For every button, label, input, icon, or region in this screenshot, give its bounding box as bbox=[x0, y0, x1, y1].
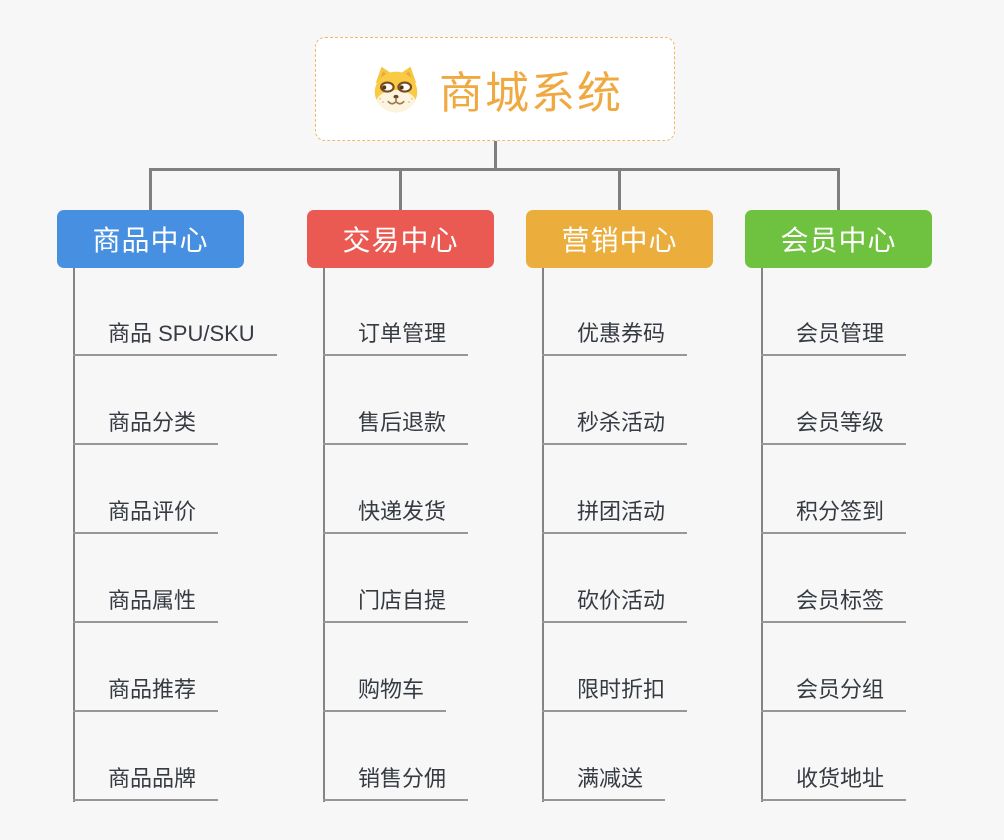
leaf-node[interactable]: 销售分佣 bbox=[323, 763, 469, 801]
connector-spine-product-center bbox=[73, 268, 75, 802]
leaf-node[interactable]: 秒杀活动 bbox=[542, 407, 688, 445]
leaf-node[interactable]: 砍价活动 bbox=[542, 585, 688, 623]
root-node[interactable]: 商城系统 bbox=[315, 37, 675, 141]
leaf-node[interactable]: 订单管理 bbox=[323, 318, 469, 356]
connector-stub-branch-1 bbox=[149, 169, 152, 210]
leaf-node[interactable]: 会员管理 bbox=[761, 318, 907, 356]
connector-spine-trade-center bbox=[323, 268, 325, 802]
leaf-node[interactable]: 会员标签 bbox=[761, 585, 907, 623]
leaf-node[interactable]: 商品评价 bbox=[73, 496, 219, 534]
branch-node-marketing-center[interactable]: 营销中心 bbox=[526, 210, 713, 268]
connector-stub-branch-3 bbox=[618, 169, 621, 210]
leaf-node[interactable]: 拼团活动 bbox=[542, 496, 688, 534]
leaf-node[interactable]: 限时折扣 bbox=[542, 674, 688, 712]
leaf-node[interactable]: 优惠券码 bbox=[542, 318, 688, 356]
branch-node-product-center[interactable]: 商品中心 bbox=[57, 210, 244, 268]
leaf-node[interactable]: 商品 SPU/SKU bbox=[73, 318, 277, 356]
leaf-node[interactable]: 会员分组 bbox=[761, 674, 907, 712]
dog-face-icon bbox=[374, 66, 418, 113]
connector-stub-branch-4 bbox=[837, 169, 840, 210]
leaf-node[interactable]: 商品推荐 bbox=[73, 674, 219, 712]
connector-root-stem bbox=[494, 141, 497, 169]
leaf-node[interactable]: 商品分类 bbox=[73, 407, 219, 445]
leaf-node[interactable]: 售后退款 bbox=[323, 407, 469, 445]
leaf-node[interactable]: 门店自提 bbox=[323, 585, 469, 623]
leaf-node[interactable]: 购物车 bbox=[323, 674, 447, 712]
connector-spine-marketing-center bbox=[542, 268, 544, 802]
leaf-node[interactable]: 满减送 bbox=[542, 763, 666, 801]
connector-stub-branch-2 bbox=[399, 169, 402, 210]
connector-spine-member-center bbox=[761, 268, 763, 802]
leaf-node[interactable]: 会员等级 bbox=[761, 407, 907, 445]
leaf-node[interactable]: 积分签到 bbox=[761, 496, 907, 534]
root-title: 商城系统 bbox=[439, 69, 623, 118]
branch-node-trade-center[interactable]: 交易中心 bbox=[307, 210, 494, 268]
leaf-node[interactable]: 商品品牌 bbox=[73, 763, 219, 801]
connector-horizontal-bar bbox=[149, 168, 840, 171]
leaf-node[interactable]: 快递发货 bbox=[323, 496, 469, 534]
leaf-node[interactable]: 收货地址 bbox=[761, 763, 907, 801]
leaf-node[interactable]: 商品属性 bbox=[73, 585, 219, 623]
branch-node-member-center[interactable]: 会员中心 bbox=[745, 210, 932, 268]
